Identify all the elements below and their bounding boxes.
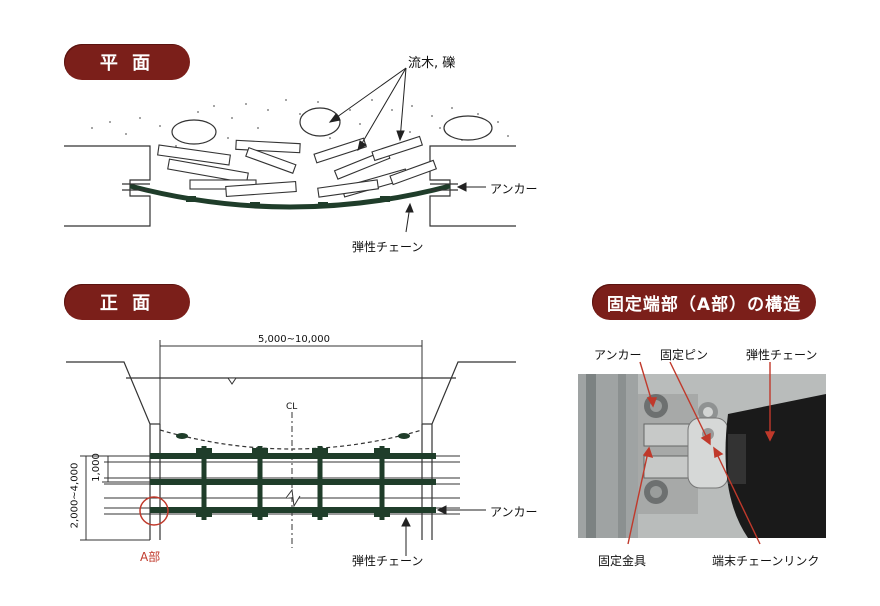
height-dimension xyxy=(80,455,150,541)
break-mark xyxy=(285,488,301,508)
horizontal-chains xyxy=(150,453,436,513)
front-chain-label: 弾性チェーン xyxy=(352,554,424,568)
plan-elastic-chain xyxy=(129,183,451,210)
detail-a-label: A部 xyxy=(140,550,161,564)
detail-bracket-label: 固定金具 xyxy=(598,554,647,568)
sediment-dots xyxy=(91,99,509,147)
top-chain-joints xyxy=(176,433,410,439)
plan-title: 平 面 xyxy=(64,44,190,80)
driftwood-logs xyxy=(157,135,438,198)
detail-pin-label: 固定ピン xyxy=(660,348,709,362)
detail-chain-label: 弾性チェーン xyxy=(746,348,818,362)
debris-label: 流木, 礫 xyxy=(408,56,456,71)
plan-anchors xyxy=(122,183,458,191)
span-dimension xyxy=(159,340,423,424)
plan-chain-label: 弾性チェーン xyxy=(352,240,424,254)
chain-clamps xyxy=(196,448,390,517)
centerline-label: CL xyxy=(286,402,298,412)
detail-title: 固定端部（A部）の構造 xyxy=(592,284,816,320)
plan-chain-joints xyxy=(186,196,390,208)
front-anchor-label: アンカー xyxy=(490,505,538,519)
detail-anchor-label: アンカー xyxy=(594,348,642,362)
top-sag-chain xyxy=(159,429,423,450)
plan-anchor-label: アンカー xyxy=(490,182,538,196)
detail-link-label: 端末チェーンリンク xyxy=(712,554,820,568)
vertical-chains xyxy=(201,446,385,520)
water-level-mark xyxy=(227,377,237,385)
front-leaders xyxy=(401,505,486,556)
detail-a-circle xyxy=(139,496,169,526)
plan-leaders xyxy=(328,67,486,233)
photo-illustration xyxy=(578,374,826,538)
anchor-detail-photo xyxy=(578,374,826,538)
span-label: 5,000~10,000 xyxy=(258,334,330,345)
front-title: 正 面 xyxy=(64,284,190,320)
rocks xyxy=(171,107,493,145)
